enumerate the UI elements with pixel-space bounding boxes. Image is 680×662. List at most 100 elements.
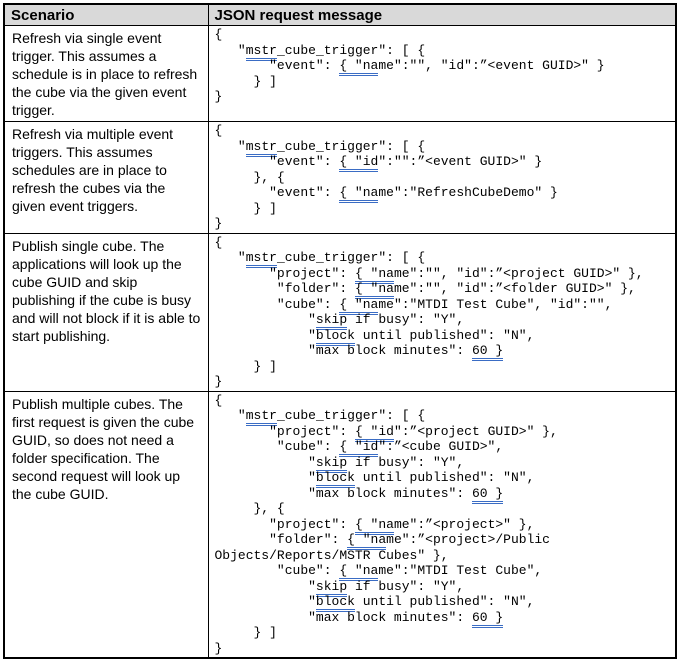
code-text: { <box>214 27 223 42</box>
code-text: "folder": <box>214 281 355 296</box>
code-text: " <box>214 312 316 327</box>
json-request-cell: { "mstr_cube_trigger": [ { "event": { "i… <box>207 121 677 234</box>
code-text: me":”<project>" }, <box>393 516 535 532</box>
scenario-cell: Publish single cube. The applications wi… <box>3 232 209 392</box>
code-text: "event": <box>214 58 340 73</box>
grammar-check-underline: mstr <box>245 408 277 426</box>
code-text: " <box>214 594 316 609</box>
grammar-check-underline: { "id <box>339 154 379 172</box>
code-text: { <box>214 234 223 250</box>
grammar-check-underline: { "na <box>339 563 379 581</box>
table-row: Refresh via single event trigger. This a… <box>3 25 677 122</box>
grammar-check-underline: 60 } <box>471 343 504 361</box>
code-text: until published": "N", <box>354 594 535 609</box>
grammar-check-underline: { "na <box>339 185 379 203</box>
code-text: "max block minutes": <box>214 343 472 358</box>
grammar-check-underline: mstr <box>245 250 277 268</box>
code-text: }, { <box>214 169 285 185</box>
code-text: Objects/Reports/MSTR Cubes" }, <box>214 547 449 563</box>
code-text: " <box>214 408 246 423</box>
code-text: " <box>214 250 246 265</box>
code-text: "cube": <box>214 563 340 578</box>
scenario-cell: Refresh via multiple event triggers. Thi… <box>3 121 209 234</box>
scenario-json-table: Scenario JSON request message Refresh vi… <box>3 3 677 659</box>
code-text: ":”<cube GUID>", <box>378 439 504 454</box>
code-text: } ] <box>214 625 277 640</box>
code-text: _cube_trigger": [ { <box>276 408 426 423</box>
json-code-block: { "mstr_cube_trigger": [ { "event": { "i… <box>209 122 675 232</box>
code-text: me":"MTDI Test Cube", "id":"", <box>378 296 613 312</box>
json-request-cell: { "mstr_cube_trigger": [ { "event": { "n… <box>207 25 677 122</box>
code-text: _cube_trigger": [ { <box>276 42 426 58</box>
code-text: if busy": "Y", <box>347 578 465 594</box>
json-code-block: { "mstr_cube_trigger": [ { "event": { "n… <box>209 27 675 106</box>
code-text: "max block minutes": <box>214 485 472 501</box>
code-text: if busy": "Y", <box>347 454 465 470</box>
grammar-check-underline: { "na <box>354 516 394 535</box>
json-request-cell: { "mstr_cube_trigger": [ { "project": { … <box>207 232 677 392</box>
code-text: "cube": <box>214 439 340 454</box>
code-text: " <box>214 470 316 485</box>
grammar-check-underline: { "id <box>354 423 394 442</box>
code-text: "folder": <box>214 532 348 547</box>
code-text: me":"", "id":”<folder GUID>" }, <box>393 281 636 296</box>
code-text: " <box>214 454 316 470</box>
code-text: " <box>214 42 246 58</box>
code-text: } ] <box>214 358 277 374</box>
scenario-cell: Refresh via single event trigger. This a… <box>3 25 209 122</box>
grammar-check-underline: block <box>315 594 355 612</box>
grammar-check-underline: mstr <box>245 138 277 157</box>
code-text: me":”<project>/Public <box>386 532 550 547</box>
grammar-check-underline: mstr <box>245 42 277 61</box>
column-header-json-request-message: JSON request message <box>207 3 677 26</box>
code-text: _cube_trigger": [ { <box>276 138 426 154</box>
code-text: { <box>214 123 223 138</box>
code-text: } ] <box>214 73 277 89</box>
code-text: }, { <box>214 501 285 516</box>
grammar-check-underline: { "na <box>354 265 394 284</box>
column-header-scenario: Scenario <box>3 3 209 26</box>
json-code-block: { "mstr_cube_trigger": [ { "project": { … <box>209 234 675 390</box>
grammar-check-underline: block <box>315 470 355 488</box>
grammar-check-underline: skip <box>315 454 348 473</box>
code-text: "cube": <box>214 296 340 312</box>
code-text: "project": <box>214 516 355 532</box>
code-text: " <box>214 327 316 343</box>
grammar-check-underline: 60 } <box>471 485 504 504</box>
code-text: } <box>214 640 223 656</box>
code-text: me":"MTDI Test Cube", <box>378 563 543 578</box>
table-body: Refresh via single event trigger. This a… <box>3 25 677 659</box>
code-text: _cube_trigger": [ { <box>276 250 426 265</box>
grammar-check-underline: skip <box>315 578 348 597</box>
json-request-cell: { "mstr_cube_trigger": [ { "project": { … <box>207 390 677 659</box>
json-code-block: { "mstr_cube_trigger": [ { "project": { … <box>209 392 675 657</box>
grammar-check-underline: { "na <box>347 532 387 550</box>
code-text: me":"", "id":”<event GUID>" } <box>378 58 605 73</box>
code-text: " <box>214 578 316 594</box>
code-text: "project": <box>214 423 355 439</box>
code-text: "max block minutes": <box>214 609 472 625</box>
code-text: } <box>214 89 223 104</box>
code-text: ":"":”<event GUID>" } <box>378 154 543 169</box>
code-text: "project": <box>214 265 355 281</box>
code-text: " <box>214 138 246 154</box>
code-text: me":"", "id":”<project GUID>" }, <box>393 265 644 281</box>
header-row: Scenario JSON request message <box>3 3 677 26</box>
code-text: if busy": "Y", <box>347 312 465 327</box>
grammar-check-underline: { "id <box>339 439 379 457</box>
code-text: me":"RefreshCubeDemo" } <box>378 185 558 200</box>
code-text: ":”<project GUID>" }, <box>393 423 558 439</box>
table-row: Refresh via multiple event triggers. Thi… <box>3 121 677 234</box>
table-row: Publish single cube. The applications wi… <box>3 232 677 392</box>
code-text: } <box>214 216 223 231</box>
scenario-cell: Publish multiple cubes. The first reques… <box>3 390 209 659</box>
grammar-check-underline: block <box>315 327 355 346</box>
table-row: Publish multiple cubes. The first reques… <box>3 390 677 659</box>
grammar-check-underline: 60 } <box>471 609 504 628</box>
code-text: { <box>214 392 223 408</box>
code-text: until published": "N", <box>354 327 535 343</box>
grammar-check-underline: skip <box>315 312 348 330</box>
grammar-check-underline: { "na <box>354 281 394 299</box>
code-text: } ] <box>214 200 277 216</box>
